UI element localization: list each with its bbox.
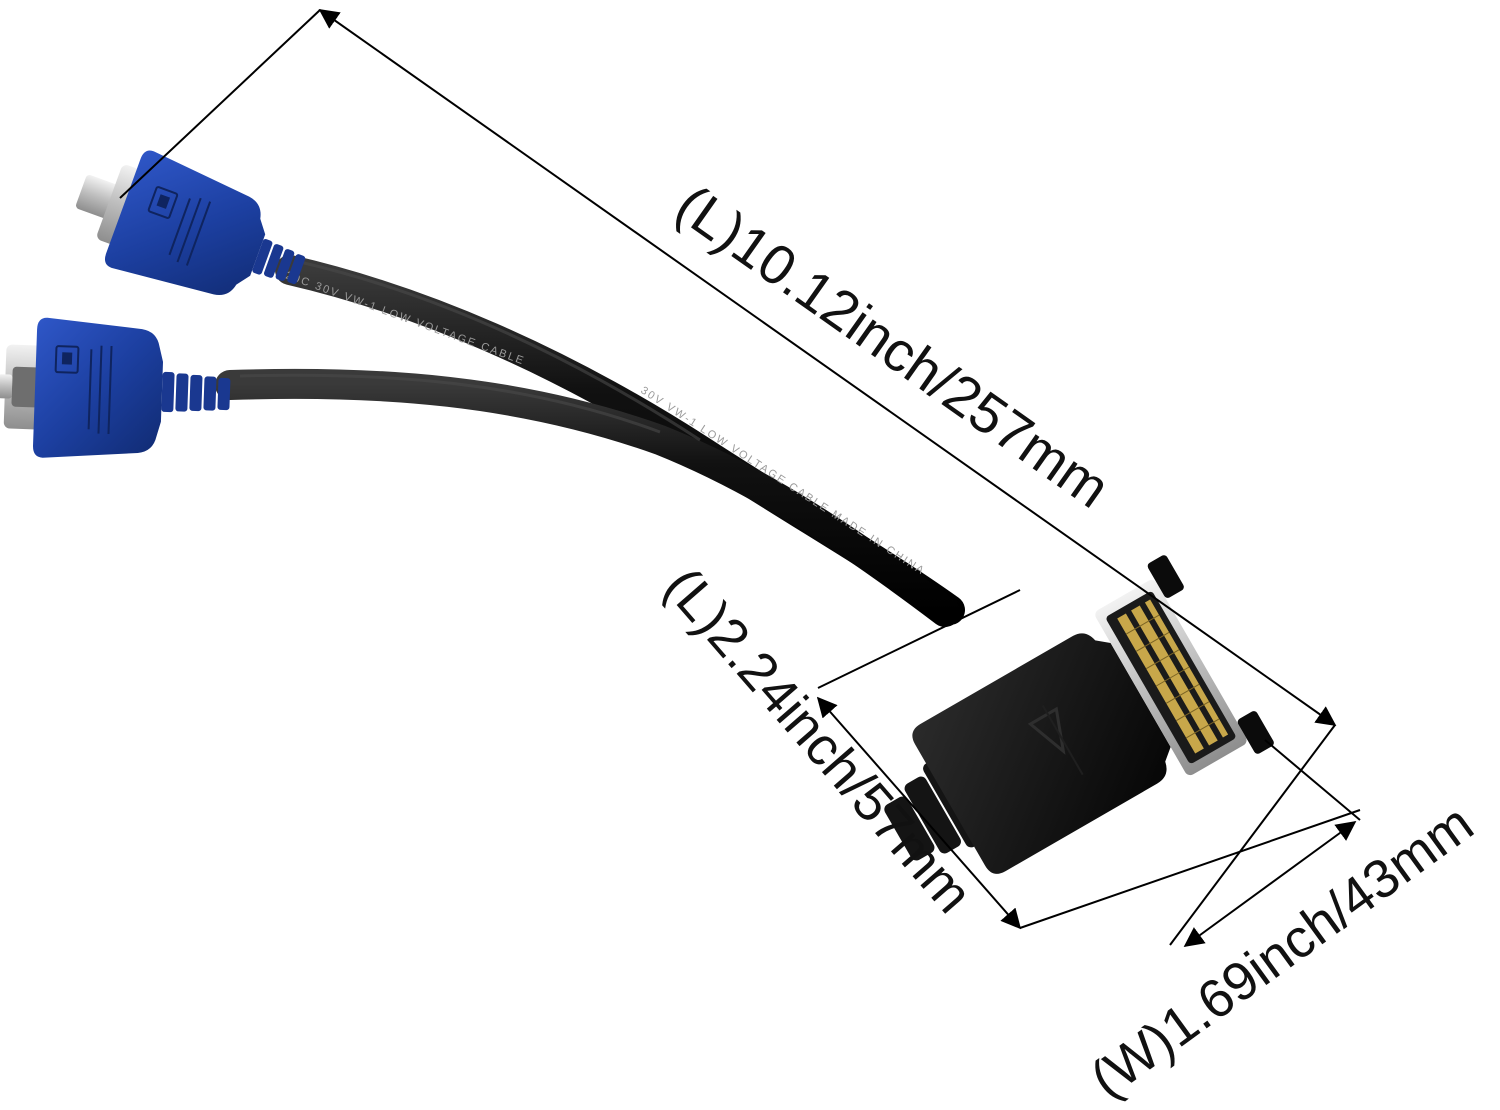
dimension-line-connector-length [816,696,1022,930]
cable-print-lower: 30V VW-1 LOW VOLTAGE CABLE MADE IN CHINA [638,384,927,577]
dimension-line-total-length [318,9,1337,726]
dimension-line-connector-width [1183,821,1357,947]
thumbscrew-icon [0,374,13,399]
dimension-label-connector-width: (W)1.69inch/43mm [1080,793,1484,1110]
vga-connector-top [76,150,306,295]
cable-print-upper: 20C 30V VW-1 LOW VOLTAGE CABLE [284,270,527,368]
lower-cable [215,368,960,627]
extension-line [817,589,1021,689]
extension-line [119,9,321,199]
dimension-annotations [119,9,1361,947]
vga-connector-bottom [0,317,231,458]
extension-line [1264,739,1361,821]
